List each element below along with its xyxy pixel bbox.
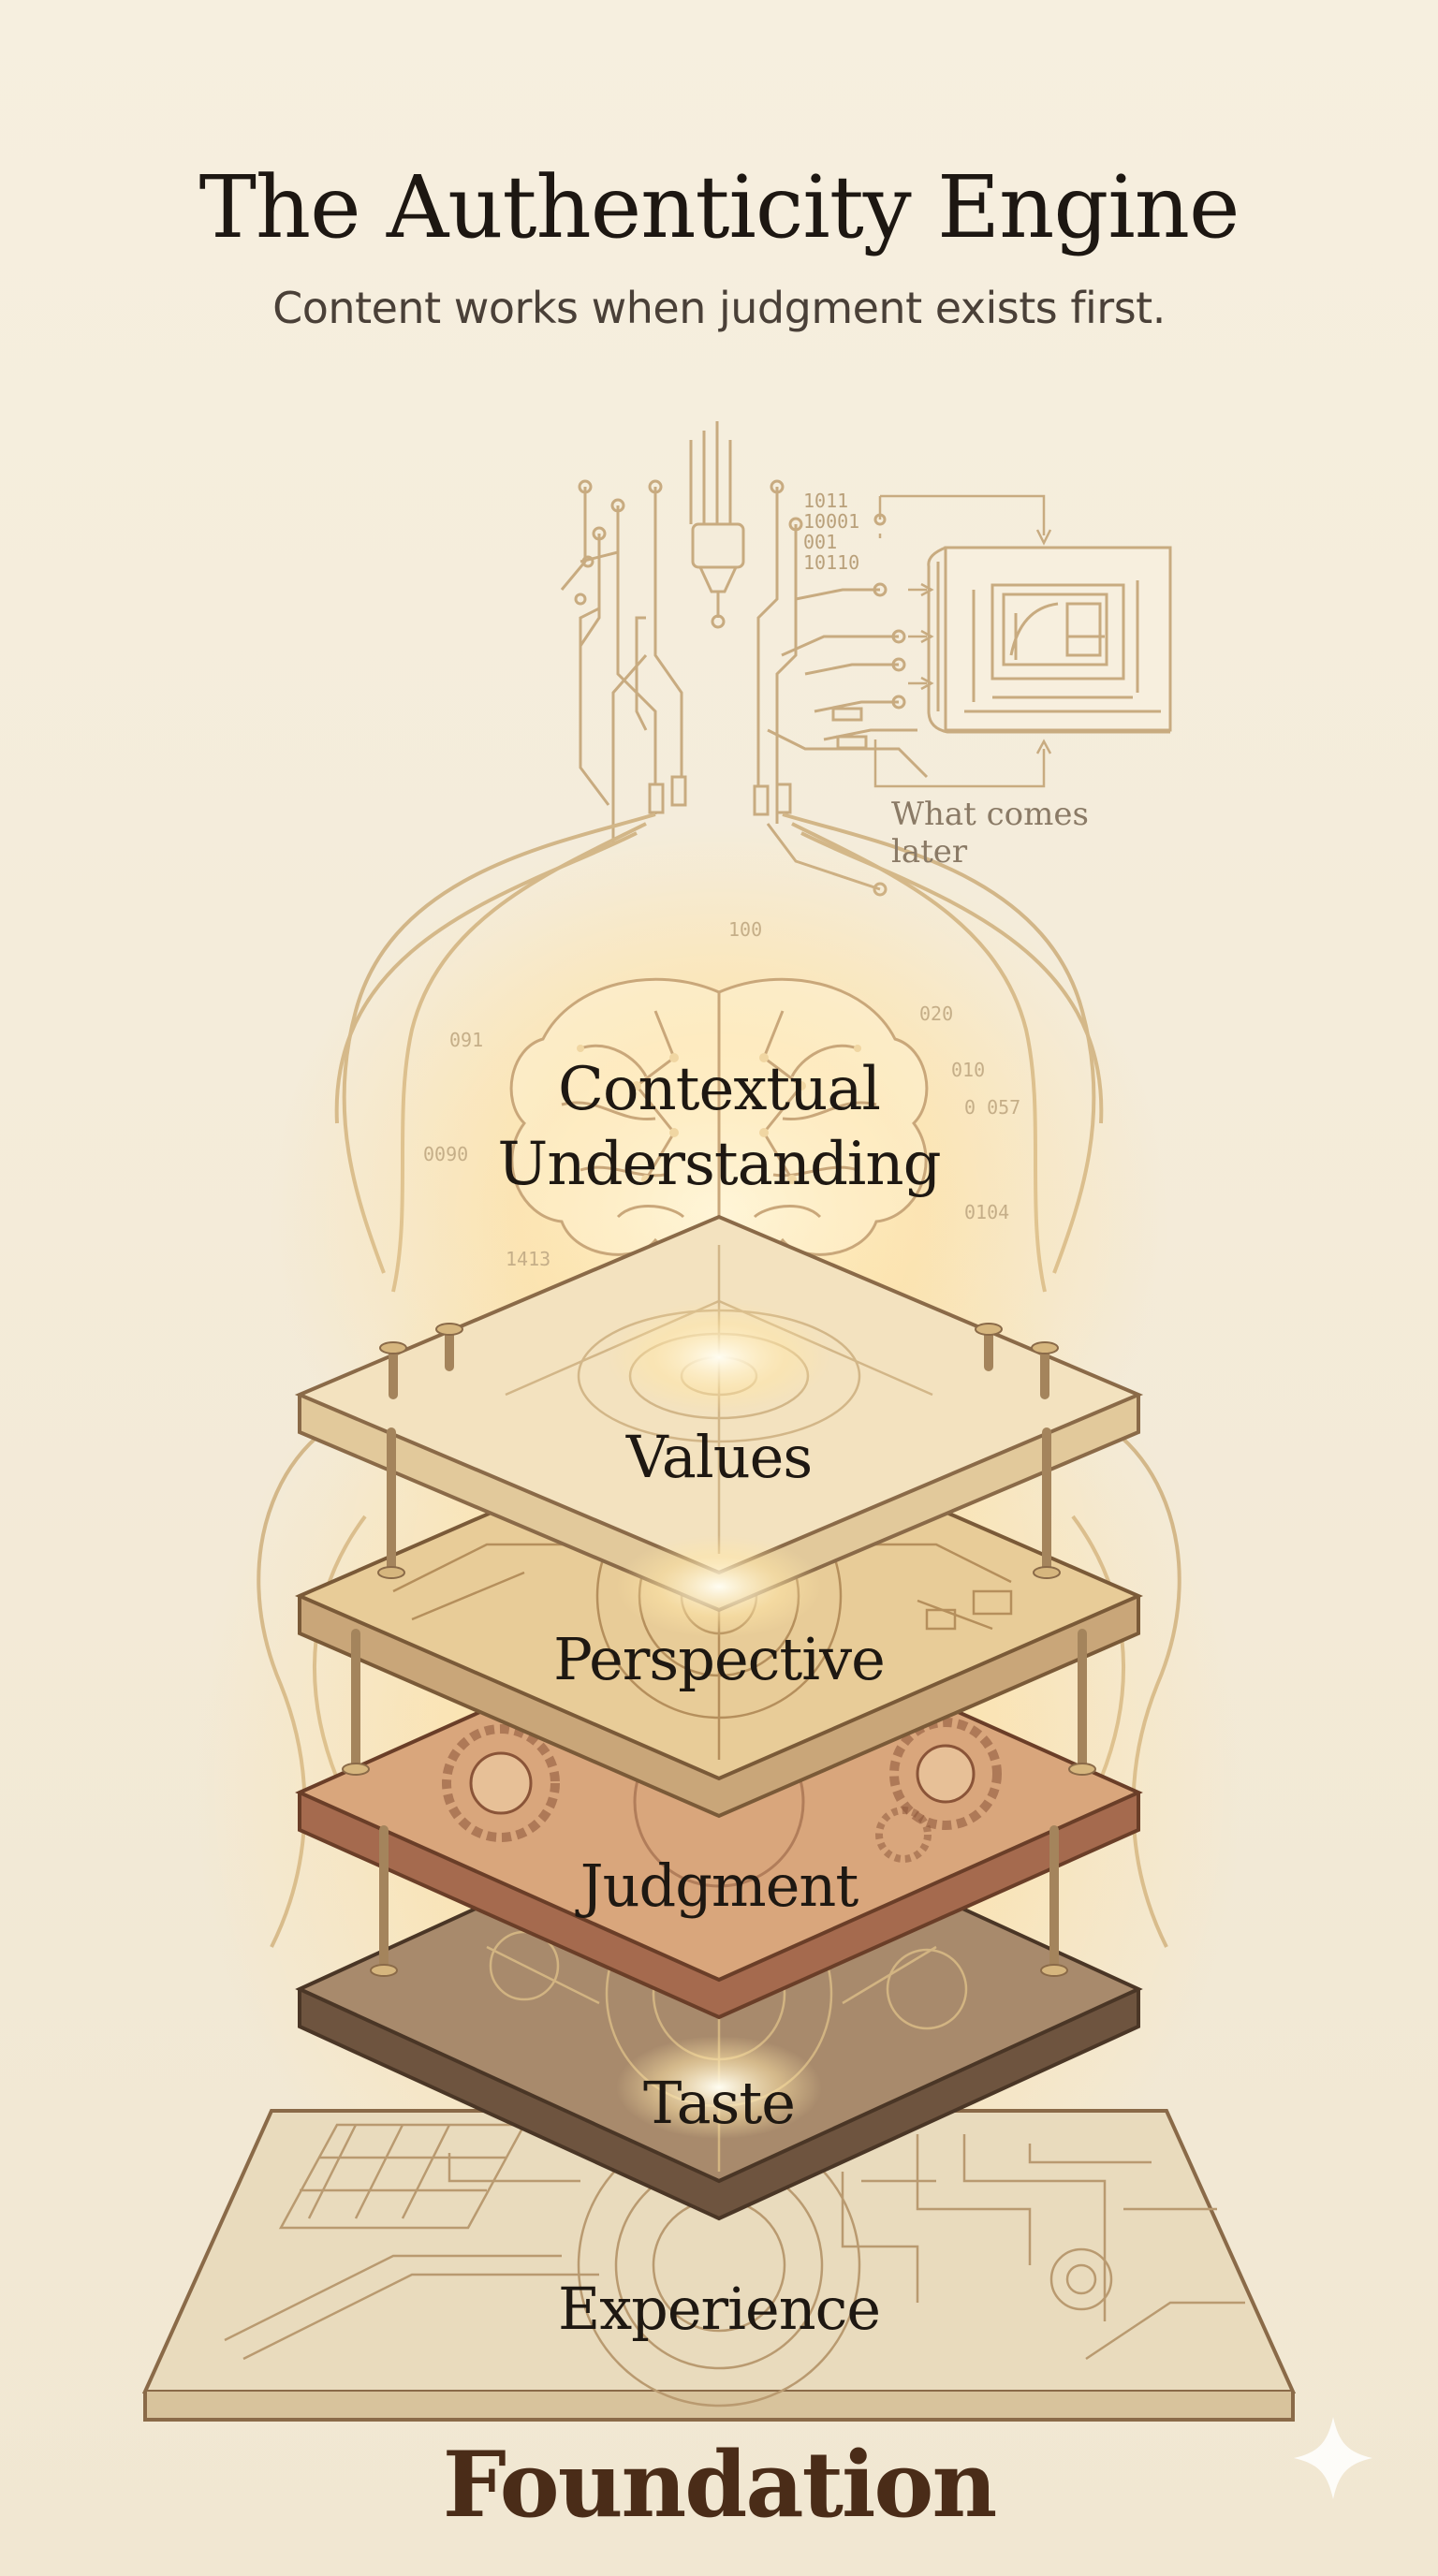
glow-core bbox=[616, 2036, 822, 2139]
page-title: The Authenticity Engine bbox=[198, 157, 1240, 257]
binary-label: 091 bbox=[449, 1029, 483, 1051]
layer-label-taste: Taste bbox=[643, 2069, 796, 2137]
binary-label: 0 057 bbox=[964, 1096, 1020, 1119]
binary-line: 001 bbox=[803, 531, 837, 553]
circuit-top bbox=[560, 421, 1172, 897]
binary-label: 0104 bbox=[964, 1201, 1009, 1223]
binary-label: 1413 bbox=[506, 1248, 550, 1270]
binary-label: 100 bbox=[728, 918, 762, 941]
sparkle-icon bbox=[1294, 2417, 1372, 2499]
support-posts bbox=[351, 1325, 1087, 1975]
layer-slab-experience bbox=[141, 2109, 1297, 2422]
binary-code-brain: 100 091 020 010 0 057 0090 0104 1413 bbox=[423, 918, 1020, 1270]
layer-label-perspective: Perspective bbox=[553, 1625, 886, 1693]
brain-icon bbox=[509, 977, 929, 1348]
binary-line: 10001 bbox=[803, 510, 859, 533]
glow-core bbox=[607, 1301, 831, 1413]
foundation-label: Foundation bbox=[442, 2432, 998, 2538]
binary-line: 1011 bbox=[803, 490, 848, 512]
binary-line: 10110 bbox=[803, 551, 859, 574]
binary-label: 010 bbox=[951, 1059, 985, 1081]
layer-label-judgment: Judgment bbox=[580, 1852, 859, 1920]
glow-core bbox=[616, 1535, 822, 1638]
binary-code-top: 1011 10001 001 10110 bbox=[803, 490, 859, 574]
layer-label-experience: Experience bbox=[557, 2275, 881, 2343]
brain-label-line1: Contextual bbox=[558, 1055, 881, 1124]
post-caps bbox=[342, 1323, 1096, 1977]
what-comes-later-label: What comes later bbox=[891, 796, 1089, 871]
brain-nodes bbox=[577, 1045, 861, 1184]
binary-label: 020 bbox=[919, 1003, 953, 1025]
page-subtitle: Content works when judgment exists first… bbox=[272, 283, 1166, 333]
binary-label: 0090 bbox=[423, 1143, 468, 1165]
brain-label-line2: Understanding bbox=[497, 1130, 941, 1199]
layer-label-values: Values bbox=[625, 1423, 813, 1491]
